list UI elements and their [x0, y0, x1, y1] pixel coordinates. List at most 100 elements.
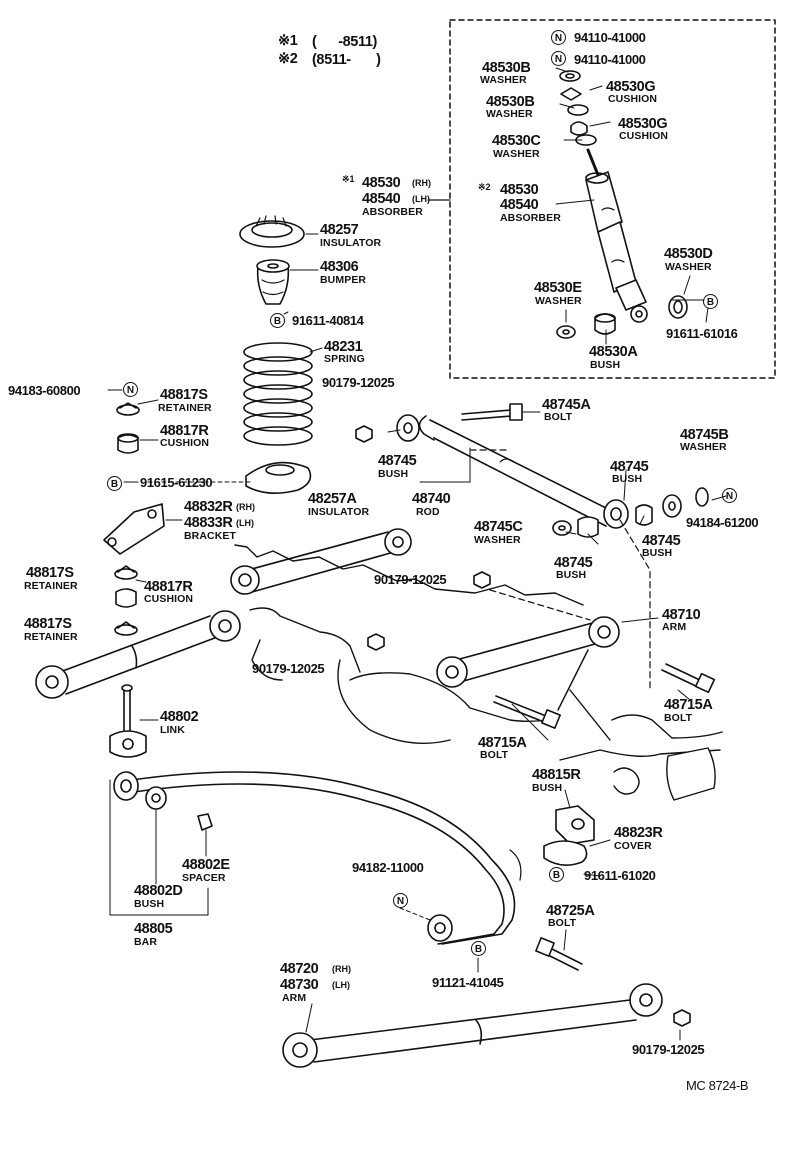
label-48745-d: 48745	[642, 533, 681, 549]
cover-48823r-icon	[543, 840, 588, 866]
name-rod: ROD	[416, 506, 440, 518]
label-48730: 48730	[280, 977, 319, 993]
label-48530d: 48530D	[664, 246, 713, 262]
bolt-48745a-a-icon	[461, 403, 523, 421]
name-absorber-2: ABSORBER	[500, 212, 561, 224]
suffix-lh-2: (LH)	[236, 518, 254, 528]
bush-48815r-icon	[555, 805, 595, 845]
bolt-badge-icon: B	[549, 867, 564, 882]
label-48530a: 48530A	[589, 344, 638, 360]
name-cushion-d: CUSHION	[144, 593, 194, 605]
bumper-48306-icon	[256, 259, 290, 305]
label-48530b-b: 48530B	[486, 94, 535, 110]
label-94182-11000: 94182-11000	[352, 860, 424, 875]
legend-range-1: ( -8511)	[312, 34, 377, 50]
label-91121-41045: 91121-41045	[432, 975, 504, 990]
name-spring: SPRING	[324, 353, 365, 365]
label-48530-rh: 48530	[362, 175, 401, 191]
link-48802-icon	[109, 684, 147, 758]
nut-90179-d-icon	[673, 1009, 691, 1027]
name-bush-c: BUSH	[612, 473, 643, 485]
bolt-badge-icon: B	[703, 294, 718, 309]
name-bush-b: BUSH	[378, 468, 409, 480]
label-94110-41000-b: 94110-41000	[574, 52, 646, 67]
name-bush-f: BUSH	[532, 782, 563, 794]
name-absorber-1: ABSORBER	[362, 206, 423, 218]
label-48802d: 48802D	[134, 883, 183, 899]
label-48540-2: 48540	[500, 197, 539, 213]
arm-48710-icon	[436, 616, 620, 688]
name-bolt-a: BOLT	[544, 411, 573, 423]
name-insulator-2: INSULATOR	[308, 506, 370, 518]
name-retainer-b: RETAINER	[24, 580, 78, 592]
nut-90179-b-icon	[473, 571, 491, 589]
washer-48530d-icon	[668, 295, 688, 319]
label-48817s-b: 48817S	[26, 565, 74, 581]
name-bush-e: BUSH	[642, 547, 673, 559]
spacer-48802e-icon	[197, 813, 213, 831]
name-spacer: SPACER	[182, 872, 226, 884]
nut-90179-a-icon	[355, 425, 373, 443]
name-washer-a: WASHER	[480, 74, 527, 86]
upper-arm-icon	[230, 528, 412, 595]
label-94110-41000-a: 94110-41000	[574, 30, 646, 45]
bolt-badge-icon: B	[471, 941, 486, 956]
name-bolt-b: BOLT	[664, 712, 693, 724]
name-cushion-c: CUSHION	[160, 437, 210, 449]
name-bolt-c: BOLT	[480, 749, 509, 761]
label-48745-b: 48745	[610, 459, 649, 475]
retainer-48817s-a-icon	[116, 402, 140, 416]
label-48530g-b: 48530G	[618, 116, 668, 132]
stabilizer-bar-icon	[113, 771, 522, 945]
label-48817s-a: 48817S	[160, 387, 208, 403]
nut-badge-icon: N	[722, 488, 737, 503]
legend-mark-1: ※1	[278, 33, 298, 49]
mark-star-2: ※2	[478, 182, 491, 192]
label-90179-12025-a: 90179-12025	[322, 375, 395, 390]
bolt-badge-icon: B	[270, 313, 285, 328]
label-48745a-a: 48745A	[542, 397, 591, 413]
nut-badge-icon: N	[393, 893, 408, 908]
insulator-48257-icon	[239, 215, 305, 248]
name-washer-f: WASHER	[680, 441, 727, 453]
label-48231: 48231	[324, 339, 363, 355]
name-bush-a: BUSH	[590, 359, 621, 371]
name-cover: COVER	[614, 840, 652, 852]
label-48530g-a: 48530G	[606, 79, 656, 95]
name-arm-a: ARM	[662, 621, 687, 633]
label-48817r-a: 48817R	[160, 423, 209, 439]
leader-lines	[107, 67, 727, 1041]
label-48530b-a: 48530B	[482, 60, 531, 76]
label-48725a: 48725A	[546, 903, 595, 919]
retainer-48817s-b-icon	[114, 565, 138, 580]
name-bar: BAR	[134, 936, 158, 948]
name-arm-b: ARM	[282, 992, 307, 1004]
label-91615-61230: 91615-61230	[140, 475, 213, 490]
label-48740: 48740	[412, 491, 451, 507]
label-48815r: 48815R	[532, 767, 581, 783]
arm-48720-icon	[282, 983, 663, 1068]
bush-48802d-icon	[145, 786, 167, 810]
spring-48231-icon	[243, 342, 313, 446]
label-91611-40814: 91611-40814	[292, 313, 364, 328]
nut-badge-icon: N	[551, 30, 566, 45]
label-48306: 48306	[320, 259, 359, 275]
name-bolt-d: BOLT	[548, 917, 577, 929]
bush-washer-set-icon	[552, 487, 709, 538]
label-48745b: 48745B	[680, 427, 729, 443]
label-94183-60800: 94183-60800	[8, 383, 81, 398]
name-bush-d: BUSH	[556, 569, 587, 581]
label-48715a-a: 48715A	[664, 697, 713, 713]
suffix-rh-2: (RH)	[236, 502, 255, 512]
name-washer-c: WASHER	[493, 148, 540, 160]
lower-left-arm-icon	[35, 610, 241, 699]
label-48745-a: 48745	[378, 453, 417, 469]
label-48257a: 48257A	[308, 491, 357, 507]
absorber-inset-box	[449, 19, 776, 379]
label-48540-lh: 48540	[362, 191, 401, 207]
label-48257: 48257	[320, 222, 359, 238]
label-48802: 48802	[160, 709, 199, 725]
label-48832r: 48832R	[184, 499, 233, 515]
